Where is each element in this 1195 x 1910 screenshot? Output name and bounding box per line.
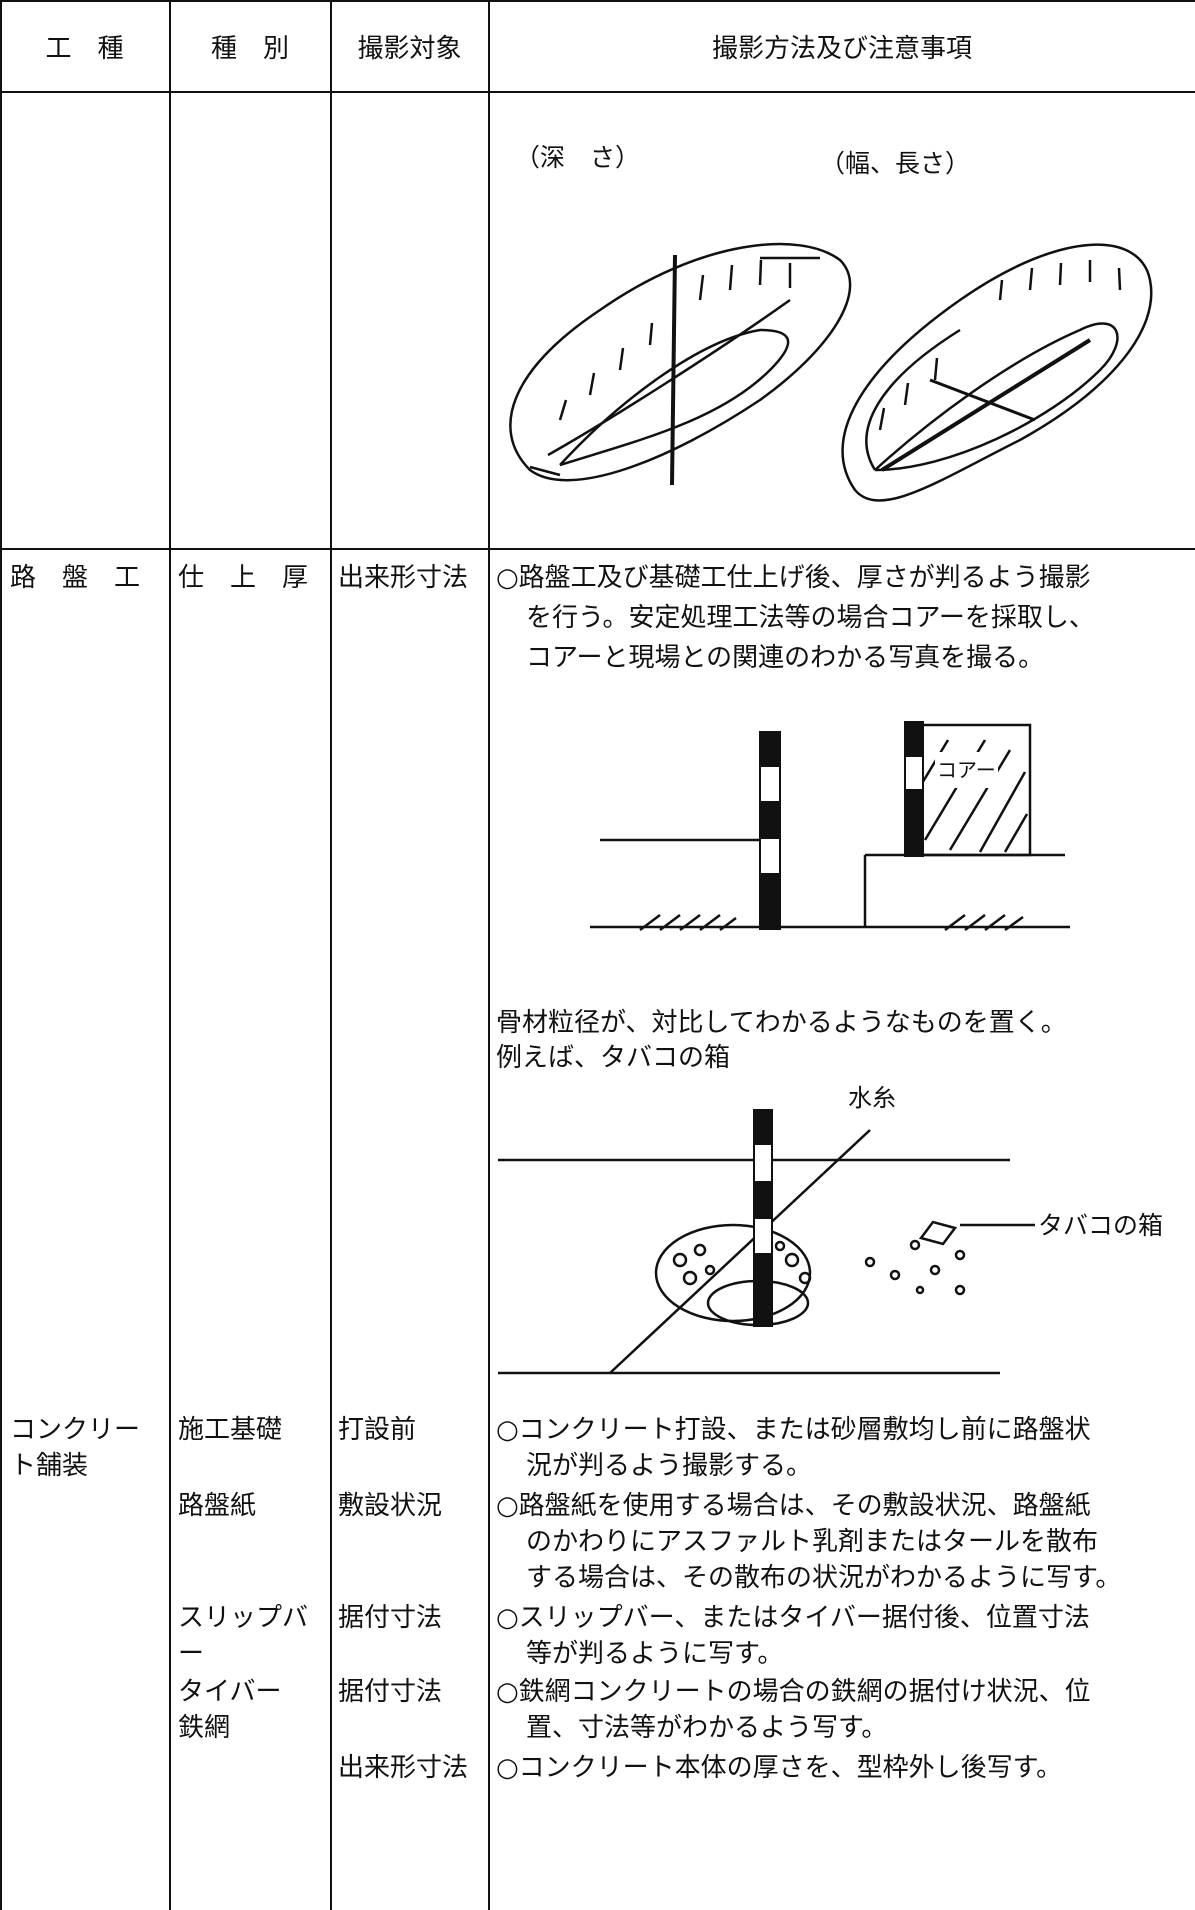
table-border-col3 (488, 0, 490, 1910)
concrete-row1-note-2: 況が判るよう撮影する。 (526, 1451, 813, 1481)
table-border-col2 (330, 0, 332, 1910)
concrete-row3-target: 据付寸法 (338, 1603, 443, 1633)
concrete-row4-category-2: 鉄網 (178, 1713, 231, 1743)
concrete-row2-note-1: ○路盤紙を使用する場合は、その敷設状況、路盤紙 (496, 1491, 1091, 1521)
concrete-row3-note-1: ○スリップバー、またはタイバー据付後、位置寸法 (496, 1603, 1090, 1633)
header-work-type: 工 種 (45, 33, 124, 64)
table-border-top (0, 0, 1195, 2)
figure2-thickness-diagram (590, 721, 1070, 932)
concrete-row4-category-1: タイバー (178, 1677, 282, 1707)
figure3-string-label: 水糸 (848, 1084, 896, 1112)
header-target: 撮影対象 (357, 33, 462, 64)
figure1-label-depth: （深 さ） (515, 143, 641, 172)
figure3-aggregate-diagram (498, 1109, 1035, 1375)
concrete-work-type-line-2: ト舗装 (10, 1451, 89, 1481)
concrete-row5-note-1: ○コンクリート本体の厚さを、型枠外し後写す。 (496, 1753, 1063, 1783)
concrete-row4-target: 据付寸法 (338, 1677, 443, 1707)
aggregate-note-line-1: 骨材粒径が、対比してわかるようなものを置く。 (496, 1008, 1067, 1038)
figure1-label-width-length: （幅、長さ） (820, 149, 971, 178)
concrete-row1-note-1: ○コンクリート打設、または砂層敷均し前に路盤状 (496, 1415, 1091, 1445)
concrete-row1-category: 施工基礎 (178, 1415, 283, 1445)
figure2-core-label: コアー (935, 752, 998, 788)
concrete-work-type-line-1: コンクリー (10, 1415, 141, 1445)
figure1-pit-diagram (509, 242, 1153, 502)
concrete-row2-note-2: のかわりにアスファルト乳剤またはタールを散布 (526, 1527, 1099, 1557)
roadbed-note-line-3: コアーと現場との関連のわかる写真を撮る。 (526, 643, 1045, 673)
concrete-row4-note-2: 置、寸法等がわかるよう写す。 (526, 1713, 888, 1743)
concrete-row1-target: 打設前 (338, 1415, 417, 1445)
roadbed-category: 仕 上 厚 (178, 563, 309, 593)
concrete-row2-category: 路盤紙 (178, 1491, 257, 1521)
concrete-row3-note-2: 等が判るように写す。 (526, 1639, 784, 1669)
table-header-divider (0, 91, 1195, 93)
table-border-col1 (169, 0, 171, 1910)
concrete-row4-note-1: ○鉄網コンクリートの場合の鉄網の据付け状況、位 (496, 1677, 1091, 1707)
concrete-row5-target: 出来形寸法 (338, 1753, 469, 1783)
header-method-notes: 撮影方法及び注意事項 (711, 33, 972, 64)
concrete-row2-note-3: する場合は、その散布の状況がわかるように写す。 (526, 1563, 1122, 1593)
concrete-row3-category-1: スリップバ (178, 1603, 309, 1633)
roadbed-note-line-1: ○路盤工及び基礎工仕上げ後、厚さが判るよう撮影 (496, 563, 1091, 593)
roadbed-work-type: 路 盤 工 (10, 563, 141, 593)
roadbed-note-line-2: を行う。安定処理工法等の場合コアーを採取し、 (526, 603, 1095, 633)
header-category: 種 別 (210, 33, 289, 64)
roadbed-target: 出来形寸法 (338, 563, 469, 593)
table-border-left (0, 0, 2, 1910)
aggregate-note-line-2: 例えば、タバコの箱 (496, 1043, 731, 1073)
concrete-row2-target: 敷設状況 (338, 1491, 443, 1521)
table-row-divider (0, 548, 1195, 550)
concrete-row3-category-2: ー (178, 1639, 205, 1669)
figure3-box-label: タバコの箱 (1038, 1211, 1164, 1240)
